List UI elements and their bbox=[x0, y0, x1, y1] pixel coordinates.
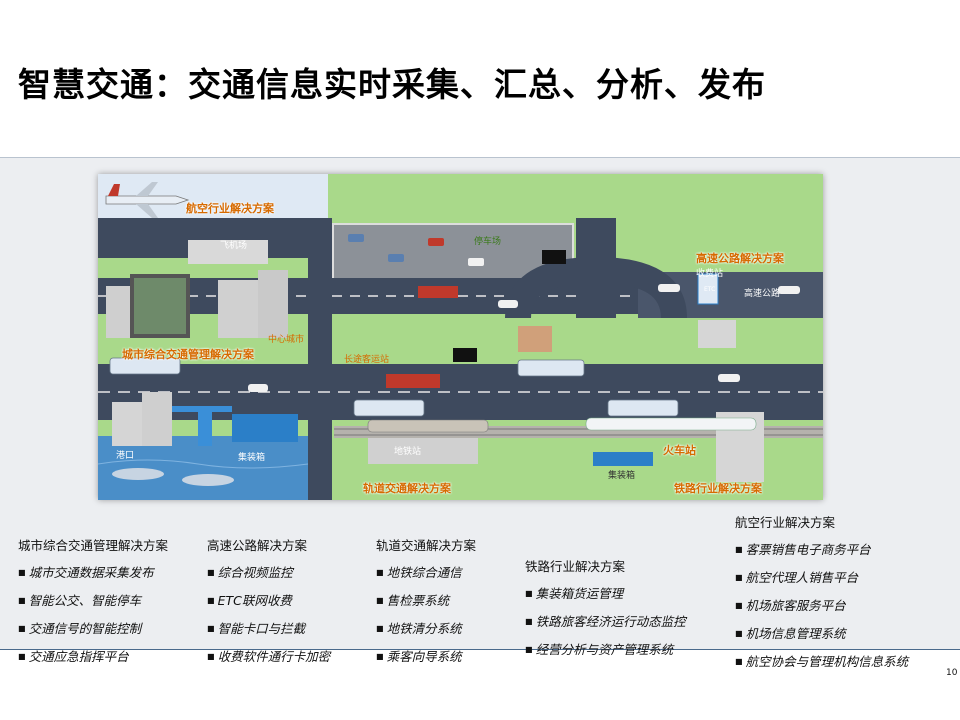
label-train-station: 火车站 bbox=[663, 444, 696, 457]
page-number: 10 bbox=[946, 668, 958, 678]
label-airport: 飞机场 bbox=[220, 241, 248, 251]
list-item: 城市交通数据采集发布 bbox=[18, 562, 168, 581]
list-item: 智能公交、智能停车 bbox=[18, 590, 168, 609]
label-center-city: 中心城市 bbox=[268, 335, 305, 345]
list-item: 地铁清分系统 bbox=[376, 618, 476, 637]
label-highway: 高速公路 bbox=[744, 289, 781, 299]
label-urban-solution: 城市综合交通管理解决方案 bbox=[122, 348, 254, 361]
label-container-port: 集装箱 bbox=[238, 453, 266, 463]
column-title: 铁路行业解决方案 bbox=[525, 559, 626, 574]
label-rail-transit-solution: 轨道交通解决方案 bbox=[363, 482, 451, 495]
column-title: 轨道交通解决方案 bbox=[376, 538, 477, 553]
list-item: 机场信息管理系统 bbox=[735, 623, 908, 642]
column-title: 高速公路解决方案 bbox=[207, 538, 308, 553]
list-item: 综合视频监控 bbox=[207, 562, 330, 581]
label-highway-solution: 高速公路解决方案 bbox=[696, 252, 784, 265]
list-item: 机场旅客服务平台 bbox=[735, 595, 908, 614]
list-item: 经营分析与资产管理系统 bbox=[525, 639, 686, 658]
list-item: 交通应急指挥平台 bbox=[18, 646, 168, 665]
column-title: 航空行业解决方案 bbox=[735, 515, 836, 530]
list-item: 客票销售电子商务平台 bbox=[735, 539, 908, 558]
list-item: ETC联网收费 bbox=[207, 590, 330, 609]
label-bus-station: 长途客运站 bbox=[344, 355, 390, 365]
list-item: 收费软件通行卡加密 bbox=[207, 646, 331, 665]
traffic-scene-illustration: 航空行业解决方案 飞机场 停车场 高速公路解决方案 收费站 ETC 高速公路 中… bbox=[98, 174, 823, 500]
list-item: 售检票系统 bbox=[376, 590, 476, 609]
page-title: 智慧交通：交通信息实时采集、汇总、分析、发布 bbox=[18, 65, 766, 104]
list-item: 交通信号的智能控制 bbox=[18, 618, 168, 637]
label-container-rail: 集装箱 bbox=[608, 471, 636, 481]
label-etc: ETC bbox=[704, 286, 716, 293]
label-railway-solution: 铁路行业解决方案 bbox=[674, 482, 762, 495]
solution-column-rail-transit: 轨道交通解决方案 地铁综合通信 售检票系统 地铁清分系统 乘客向导系统 bbox=[376, 535, 476, 674]
solution-column-urban: 城市综合交通管理解决方案 城市交通数据采集发布 智能公交、智能停车 交通信号的智… bbox=[18, 535, 168, 674]
solution-column-aviation: 航空行业解决方案 客票销售电子商务平台 航空代理人销售平台 机场旅客服务平台 机… bbox=[735, 512, 908, 679]
column-title: 城市综合交通管理解决方案 bbox=[18, 538, 169, 553]
list-item: 集装箱货运管理 bbox=[525, 583, 686, 602]
list-item: 乘客向导系统 bbox=[376, 646, 476, 665]
label-toll-station: 收费站 bbox=[696, 269, 724, 279]
label-aviation-solution: 航空行业解决方案 bbox=[186, 202, 274, 215]
label-port: 港口 bbox=[116, 451, 135, 461]
label-metro-station: 地铁站 bbox=[394, 447, 422, 457]
list-item: 航空协会与管理机构信息系统 bbox=[735, 651, 909, 670]
list-item: 地铁综合通信 bbox=[376, 562, 476, 581]
list-item: 铁路旅客经济运行动态监控 bbox=[525, 611, 686, 630]
solution-column-highway: 高速公路解决方案 综合视频监控 ETC联网收费 智能卡口与拦截 收费软件通行卡加… bbox=[207, 535, 330, 674]
scene-drawing bbox=[98, 174, 823, 500]
label-parking: 停车场 bbox=[474, 237, 502, 247]
solution-column-railway: 铁路行业解决方案 集装箱货运管理 铁路旅客经济运行动态监控 经营分析与资产管理系… bbox=[525, 556, 686, 667]
list-item: 航空代理人销售平台 bbox=[735, 567, 908, 586]
list-item: 智能卡口与拦截 bbox=[207, 618, 330, 637]
